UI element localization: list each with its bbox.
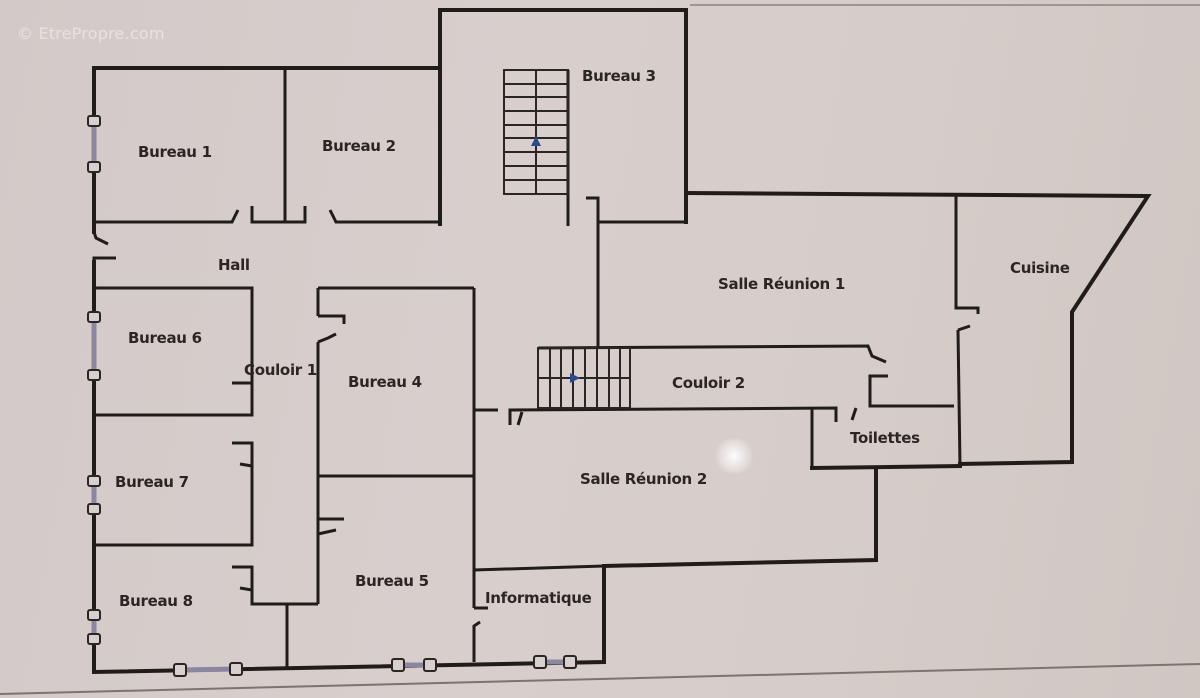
label-bureau-5: Bureau 5 — [355, 572, 429, 590]
label-bureau-1: Bureau 1 — [138, 143, 212, 161]
label-cuisine: Cuisine — [1010, 259, 1070, 277]
interior-walls — [92, 68, 980, 668]
room-labels: Bureau 1 Bureau 2 Bureau 3 Hall Bureau 6… — [115, 67, 1070, 610]
label-couloir-2: Couloir 2 — [672, 374, 745, 392]
label-toilettes: Toilettes — [850, 429, 920, 447]
label-bureau-6: Bureau 6 — [128, 329, 202, 347]
label-bureau-8: Bureau 8 — [119, 592, 193, 610]
label-bureau-4: Bureau 4 — [348, 373, 422, 391]
watermark: © EtrePropre.com — [17, 24, 165, 43]
label-bureau-2: Bureau 2 — [322, 137, 396, 155]
staircase-2 — [537, 347, 631, 409]
outer-walls — [92, 8, 1152, 675]
windows — [87, 115, 577, 677]
label-couloir-1: Couloir 1 — [244, 361, 317, 379]
label-bureau-7: Bureau 7 — [115, 473, 189, 491]
label-hall: Hall — [218, 256, 250, 274]
label-salle-reunion-2: Salle Réunion 2 — [580, 470, 707, 488]
photo-glare — [712, 438, 756, 474]
label-bureau-3: Bureau 3 — [582, 67, 656, 85]
label-informatique: Informatique — [485, 589, 592, 607]
arrow-right-icon — [570, 373, 580, 383]
staircase-1 — [503, 69, 569, 195]
arrow-up-icon — [531, 136, 541, 146]
label-salle-reunion-1: Salle Réunion 1 — [718, 275, 845, 293]
